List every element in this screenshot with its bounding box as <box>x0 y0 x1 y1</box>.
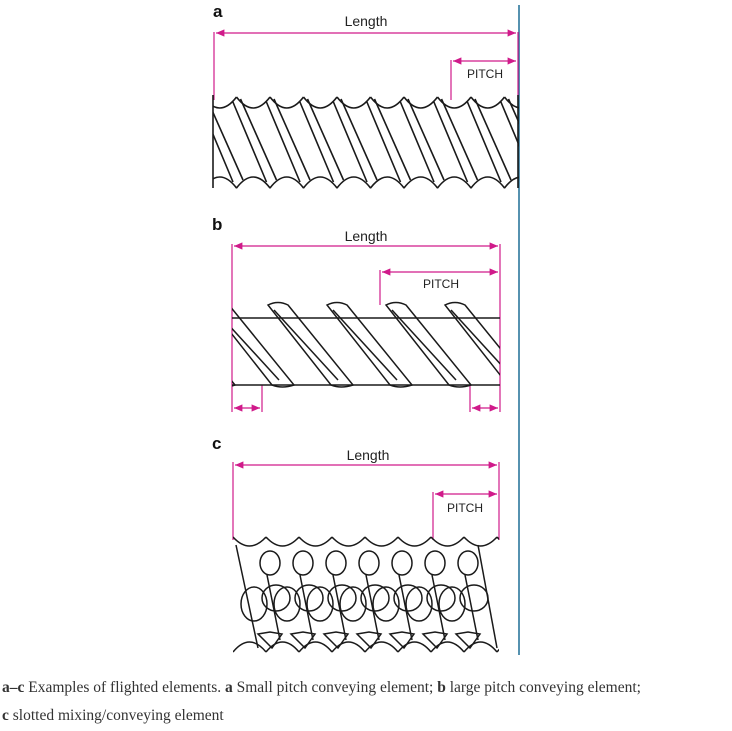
caption-lead-bold: a–c <box>2 679 25 696</box>
panel-b-flight <box>325 301 414 388</box>
panel-a-flight-edge <box>340 98 378 181</box>
panel-c-tooth <box>256 631 284 650</box>
panel-b-flight-inner <box>391 309 457 381</box>
panel-a-flight-edge <box>432 100 469 183</box>
caption-b-text: large pitch conveying element; <box>445 679 641 696</box>
panel-a-flight-edge <box>440 98 479 181</box>
panel-a-length-label: Length <box>345 13 388 29</box>
panel-c-slot <box>306 586 334 622</box>
panel-c-slot <box>405 586 433 622</box>
panel-c-pitch-label: PITCH <box>447 501 483 515</box>
panel-a-flight-edge <box>306 98 345 181</box>
panel-c-top-scallops <box>233 536 499 547</box>
figure-caption: a–c Examples of flighted elements. a Sma… <box>2 674 728 730</box>
panel-c-pitch-dimension <box>432 490 497 540</box>
caption-c-bold: c <box>2 707 9 724</box>
panel-c-slot <box>424 550 446 576</box>
panel-a-flight-edge <box>265 100 301 183</box>
panel-a-screw <box>213 96 519 189</box>
panel-b-flight <box>384 301 473 388</box>
panel-b-bottom-dimensions <box>234 385 498 412</box>
panel-c-slot <box>259 550 281 576</box>
panel-c-tooth <box>322 631 350 650</box>
panel-c-tooth <box>454 631 482 650</box>
panel-c-slot <box>457 550 479 576</box>
panel-b-flight-inner <box>156 310 220 380</box>
panel-c-screw <box>233 536 499 653</box>
panel-c-slot <box>426 584 456 612</box>
panel-b-flight <box>232 380 237 387</box>
panel-a-flight-edge <box>407 98 445 181</box>
panel-a-length-dimension <box>213 29 519 100</box>
panel-b-length-label: Length <box>345 228 388 244</box>
panel-b-flight <box>232 307 296 388</box>
panel-a-top-scallops <box>213 96 519 109</box>
panel-a: a Length PITCH <box>212 2 519 189</box>
panel-c-letter: c <box>212 434 221 453</box>
panel-c-flight-edge <box>464 574 479 641</box>
panel-a-flight-edge <box>466 100 502 183</box>
panel-c-tooth <box>421 631 449 650</box>
panel-a-flight-edge <box>365 100 402 183</box>
panel-c-tooth <box>289 631 317 650</box>
panel-c-tooth <box>355 631 383 650</box>
panel-c-slot <box>372 586 400 622</box>
panel-c-length-label: Length <box>347 447 390 463</box>
panel-a-bottom-scallops <box>213 176 519 189</box>
panel-b-flight <box>266 301 355 388</box>
panel-b-pitch-label: PITCH <box>423 277 459 291</box>
panel-a-flight-edge <box>507 98 519 125</box>
caption-b-bold: b <box>437 679 446 696</box>
caption-a-text: Small pitch conveying element; <box>232 679 438 696</box>
panel-a-flight-edge <box>213 132 234 183</box>
panel-c-length-dimension <box>232 461 500 540</box>
panel-a-pitch-label: PITCH <box>467 67 503 81</box>
panel-c-slot <box>339 586 367 622</box>
panel-b-flight-inner <box>232 327 280 381</box>
panel-b-flight-inner <box>332 309 398 381</box>
caption-a-bold: a <box>224 679 233 696</box>
panel-c-slot <box>360 584 390 612</box>
panel-a-flight-edge <box>373 98 412 181</box>
panel-c-slot <box>240 586 268 622</box>
panel-b-flight <box>443 301 500 377</box>
figure: a Length PITCH b Length PITCH <box>156 2 589 655</box>
panel-a-flight-edge <box>474 98 512 181</box>
panel-a-flight-edge <box>273 98 311 181</box>
panel-c-slot <box>459 584 489 612</box>
panel-a-flight-edge <box>399 100 435 183</box>
panel-b: b Length PITCH <box>156 215 589 412</box>
caption-lead-text: Examples of flighted elements. <box>24 679 225 696</box>
panel-b-screw <box>156 301 589 388</box>
panel-a-flight-edge <box>231 100 268 183</box>
panel-c: c Length PITCH <box>212 434 500 653</box>
panel-c-slot <box>358 550 380 576</box>
panel-c-slot <box>273 586 301 622</box>
flighted-elements-diagram: a Length PITCH b Length PITCH <box>156 2 589 655</box>
panel-b-flight <box>504 303 589 388</box>
panel-c-slot <box>327 584 357 612</box>
panel-b-flight-inner <box>450 309 500 365</box>
caption-c-text: slotted mixing/conveying element <box>8 707 224 724</box>
panel-a-flight-edge <box>332 100 368 183</box>
panel-c-slot <box>294 584 324 612</box>
panel-c-slot <box>438 586 466 622</box>
panel-c-tooth <box>388 631 416 650</box>
panel-a-flight-edge <box>298 100 335 183</box>
panel-a-flight-edge <box>213 110 244 181</box>
panel-a-flight-edge <box>239 98 278 181</box>
panel-a-letter: a <box>213 2 223 21</box>
panel-c-slot <box>391 550 413 576</box>
panel-c-slot <box>393 584 423 612</box>
panel-a-pitch-dimension <box>450 57 516 100</box>
panel-c-slot <box>292 550 314 576</box>
panel-b-pitch-dimension <box>379 268 498 305</box>
panel-c-slot <box>261 584 291 612</box>
panel-c-slot <box>325 550 347 576</box>
panel-c-bottom-scallops <box>233 641 499 653</box>
panel-b-letter: b <box>212 215 222 234</box>
panel-b-flight-inner <box>273 309 339 381</box>
panel-c-end-flight <box>235 544 259 649</box>
